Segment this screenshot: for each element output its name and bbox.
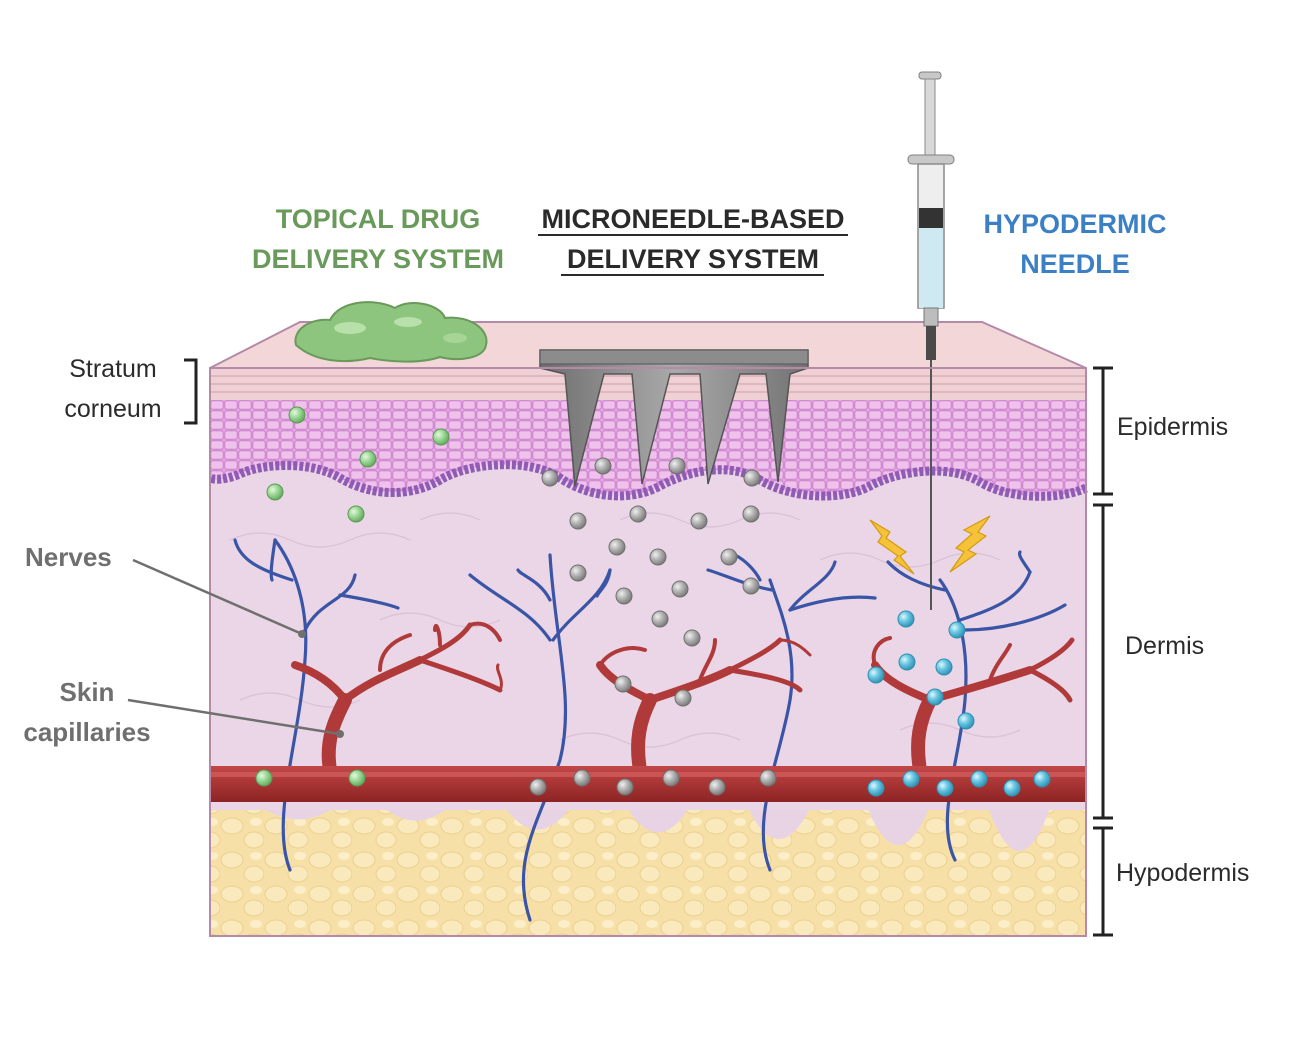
stratum-corneum-bracket	[184, 358, 198, 425]
syringe-plunger-rod	[924, 78, 936, 158]
capillaries-leader-dot	[336, 730, 344, 738]
skin-block-outline	[209, 367, 1087, 937]
topical-title-line-2: DELIVERY SYSTEM	[251, 244, 505, 274]
epidermis-label: Epidermis	[1117, 413, 1229, 441]
epidermis-bracket	[1093, 366, 1113, 496]
microneedle-title-line-2: DELIVERY SYSTEM	[566, 244, 820, 274]
capillaries-leader-line	[127, 698, 341, 736]
pain-lightning-icon-right	[949, 515, 991, 573]
nerves	[233, 538, 1067, 922]
syringe-plunger-top	[918, 71, 942, 80]
syringe-stopper	[919, 208, 943, 228]
hypodermis-label: Hypodermis	[1116, 859, 1250, 887]
hypodermis-bracket	[1093, 826, 1113, 937]
stratum-corneum-label-line-1: Stratum	[69, 355, 157, 383]
syringe	[907, 71, 955, 610]
stratum-corneum-label-line-2: corneum	[64, 395, 162, 423]
hypodermic-title-line-1: HYPODERMIC	[983, 209, 1167, 239]
syringe-needle-base	[926, 326, 936, 360]
dermis-label: Dermis	[1125, 632, 1205, 660]
capillaries-label: Skin capillaries	[14, 672, 160, 752]
topical-drug-particles	[255, 406, 450, 787]
hypodermic-drug-particles	[867, 610, 1051, 797]
microneedle-title: MICRONEEDLE-BASED DELIVERY SYSTEM	[530, 199, 856, 279]
hypodermic-title-line-2: NEEDLE	[1020, 249, 1130, 279]
hypodermic-title: HYPODERMIC NEEDLE	[962, 204, 1188, 284]
nerve-4	[886, 550, 1067, 862]
dermis-bracket	[1093, 503, 1113, 820]
nerve-3	[706, 553, 877, 872]
stratum-corneum-label: Stratum corneum	[40, 349, 186, 429]
microneedle-backing	[539, 349, 809, 365]
blood-vessel	[210, 766, 1086, 802]
microneedle-title-line-1: MICRONEEDLE-BASED	[541, 204, 845, 234]
topical-title: TOPICAL DRUG DELIVERY SYSTEM	[228, 199, 528, 279]
basal-layer	[208, 460, 1088, 501]
topical-gel-blob	[294, 301, 488, 363]
syringe-flange	[907, 154, 955, 165]
blood-vessel-highlight	[210, 772, 1086, 777]
capillaries-label-line-1: Skin	[59, 677, 115, 707]
capillary-tree-1	[291, 621, 503, 777]
nerves-leader-dot	[298, 630, 306, 638]
nerves-leader-line	[132, 558, 303, 636]
syringe-liquid	[919, 228, 943, 308]
capillaries-label-line-2: capillaries	[23, 717, 151, 747]
topical-title-line-1: TOPICAL DRUG	[275, 204, 481, 234]
syringe-hub	[923, 307, 939, 327]
nerves-label: Nerves	[25, 542, 112, 572]
microneedle-drug-particles	[529, 457, 777, 796]
pain-lightning-icon-left	[869, 519, 915, 575]
nerve-2	[468, 553, 612, 922]
capillary-tree-2	[596, 637, 812, 777]
